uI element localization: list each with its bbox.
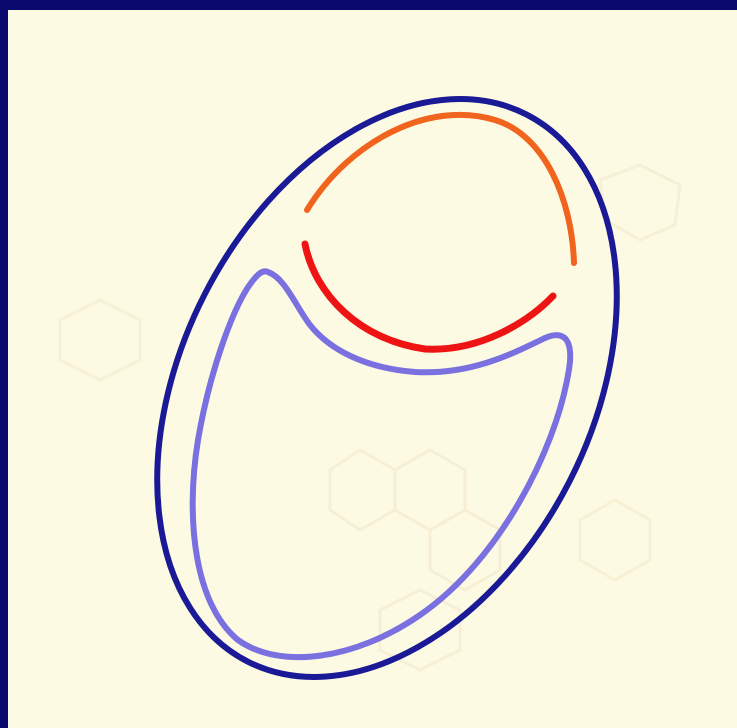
watermark-hexagon [60, 300, 140, 380]
watermark-hexagon [395, 450, 465, 530]
lower-arc [305, 244, 553, 349]
watermark-hexagon [580, 500, 650, 580]
background-watermark [60, 165, 680, 670]
outer-ellipse [65, 21, 709, 728]
watermark-hexagon [330, 450, 395, 530]
